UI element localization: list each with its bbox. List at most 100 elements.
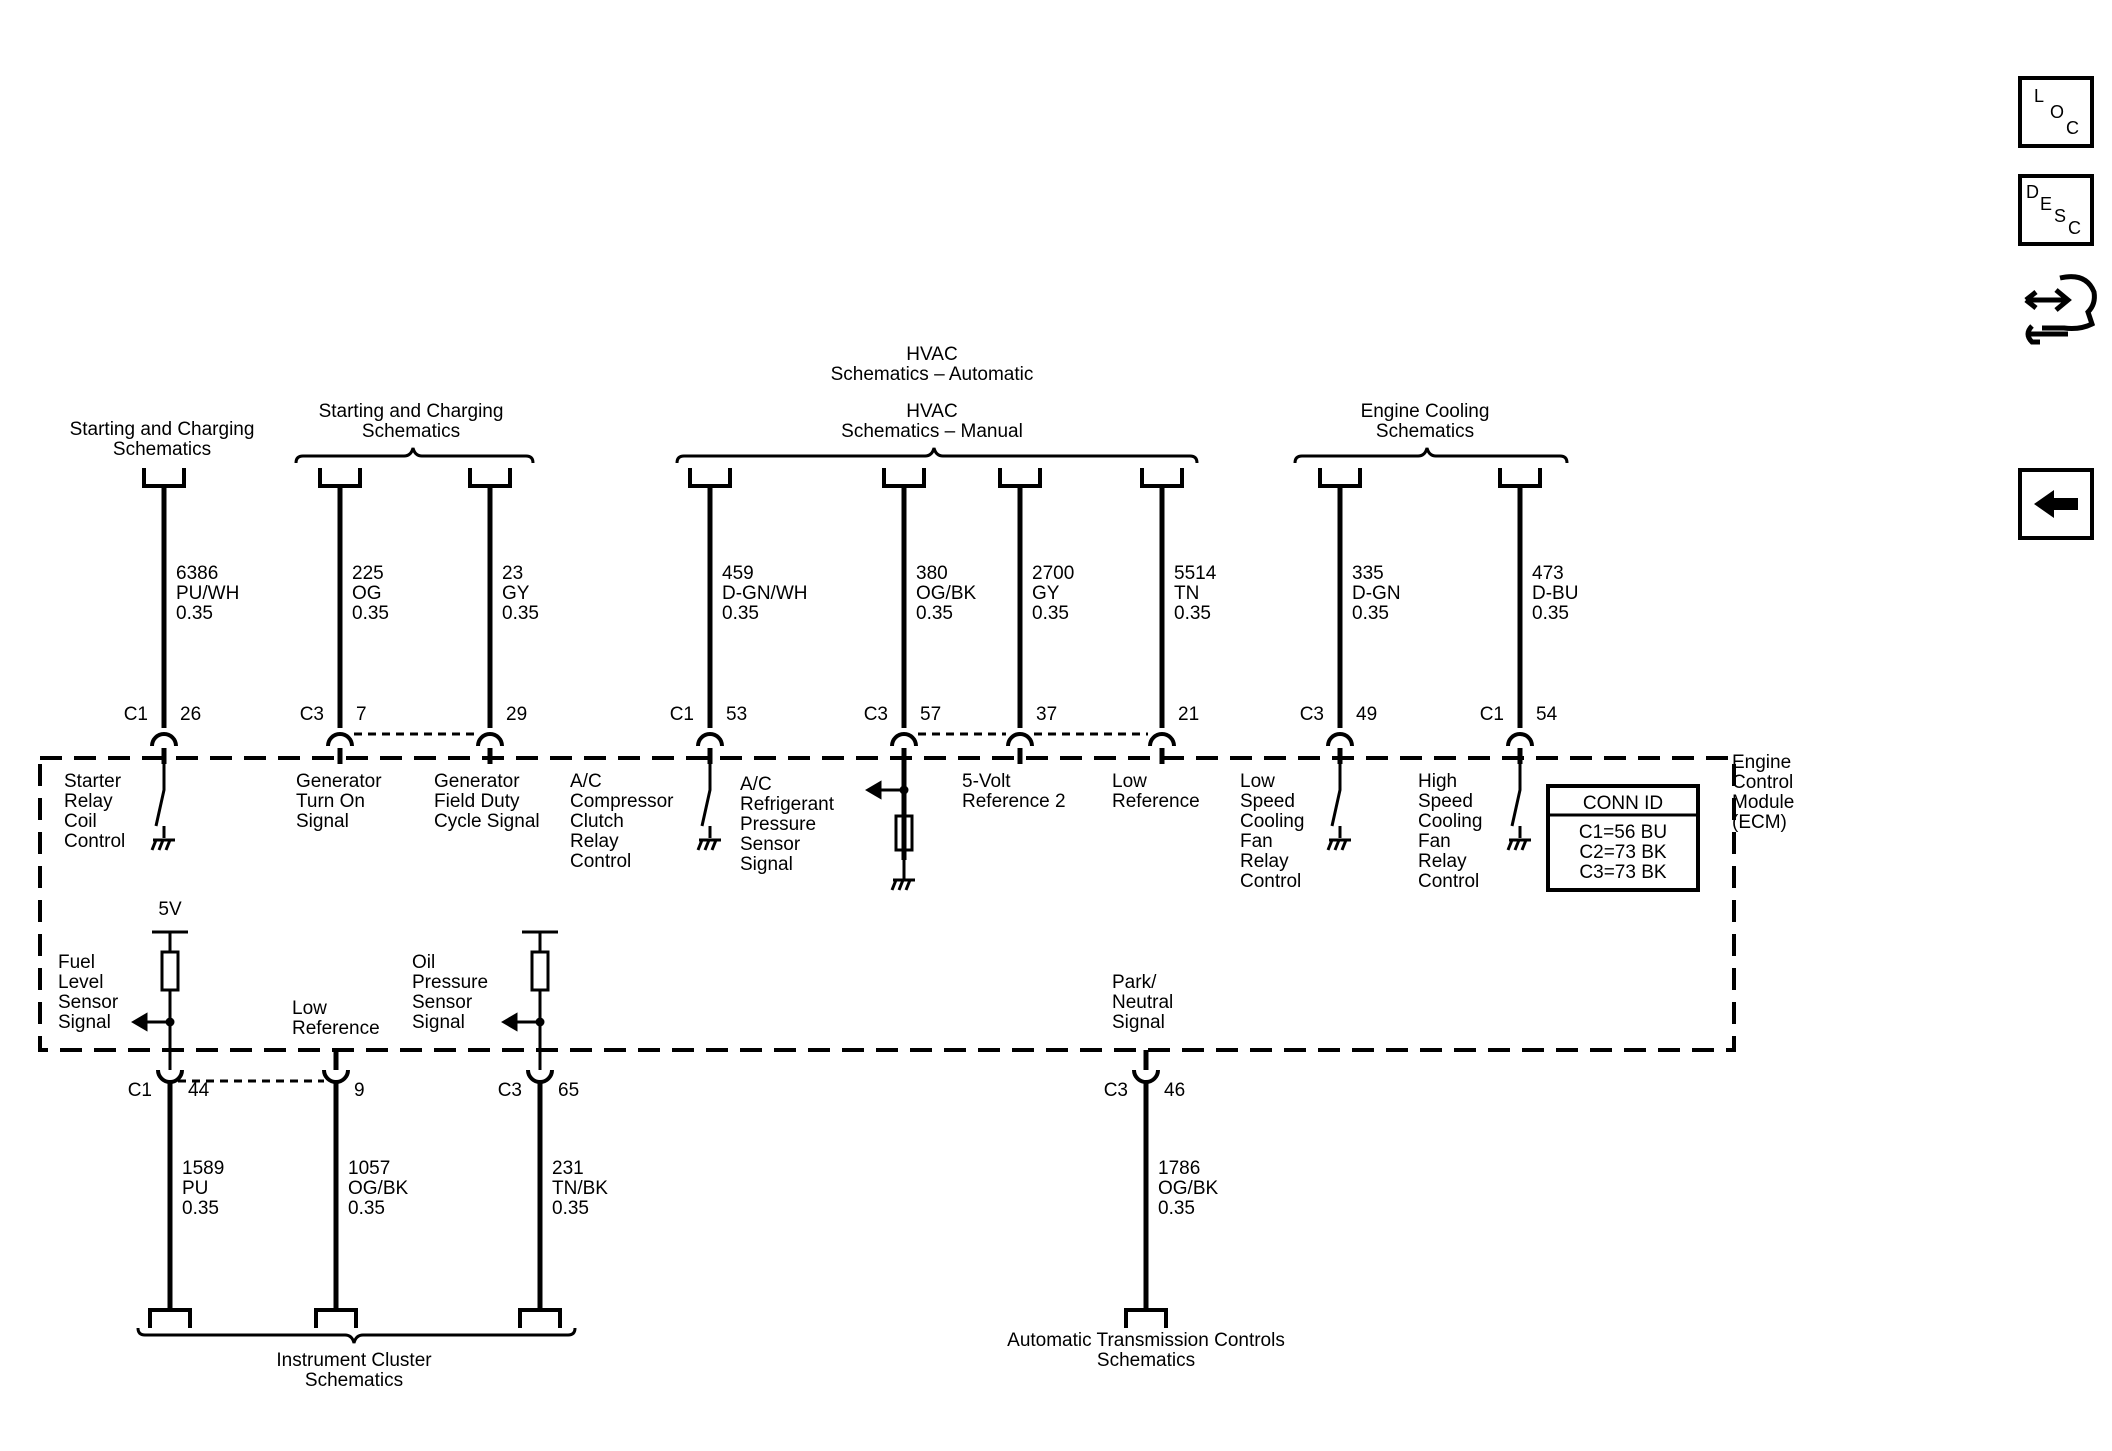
svg-text:5514: 5514 [1174, 563, 1217, 584]
svg-text:C2=73 BK: C2=73 BK [1579, 842, 1666, 863]
svg-text:Instrument Cluster: Instrument Cluster [276, 1350, 432, 1371]
back-arrow-icon[interactable] [2018, 468, 2094, 540]
svg-text:Relay: Relay [1240, 851, 1289, 872]
svg-text:C3: C3 [498, 1080, 522, 1101]
svg-text:1057: 1057 [348, 1158, 390, 1179]
svg-text:C1: C1 [1480, 704, 1504, 725]
svg-text:C: C [2068, 218, 2081, 238]
svg-text:Sensor: Sensor [412, 992, 473, 1013]
svg-text:57: 57 [920, 704, 941, 725]
svg-text:Control: Control [570, 851, 631, 872]
svg-text:Fan: Fan [1240, 831, 1273, 852]
svg-text:335: 335 [1352, 563, 1384, 584]
connector-view-icon[interactable] [2024, 274, 2097, 345]
svg-text:C3: C3 [300, 704, 324, 725]
svg-text:OG/BK: OG/BK [348, 1178, 409, 1199]
svg-text:(ECM): (ECM) [1732, 812, 1787, 833]
svg-text:0.35: 0.35 [1158, 1198, 1195, 1219]
svg-text:1786: 1786 [1158, 1158, 1200, 1179]
svg-text:225: 225 [352, 563, 384, 584]
ecm-module-boundary [38, 756, 1736, 1052]
fn-high-fan: High Speed Cooling Fan Relay Control [1418, 771, 1482, 892]
svg-text:Schematics – Manual: Schematics – Manual [841, 421, 1023, 442]
top-connector-labels: C1 26 C3 7 29 C1 53 C3 57 37 21 C3 49 C1… [124, 704, 1558, 725]
svg-text:GY: GY [502, 583, 530, 604]
fuel-level-pullup [131, 930, 188, 1070]
svg-text:OG/BK: OG/BK [1158, 1178, 1219, 1199]
svg-text:Starting and Charging: Starting and Charging [319, 401, 504, 422]
svg-text:Starter: Starter [64, 771, 122, 792]
supply-5v-label: 5V [158, 899, 182, 920]
label-instrument-cluster: Instrument Cluster Schematics [276, 1350, 432, 1391]
svg-text:7: 7 [356, 704, 367, 725]
svg-text:L: L [2034, 86, 2044, 106]
wire-info-high-fan: 473 D-BU 0.35 [1532, 563, 1578, 624]
svg-text:Engine Cooling: Engine Cooling [1361, 401, 1490, 422]
svg-text:E: E [2040, 194, 2052, 214]
bottom-wires [167, 1080, 1149, 1310]
svg-text:5-Volt: 5-Volt [962, 771, 1011, 792]
svg-text:Turn On: Turn On [296, 791, 365, 812]
wire-info-fuel-level: 1589 PU 0.35 [182, 1158, 224, 1219]
wire-info-park-neutral: 1786 OG/BK 0.35 [1158, 1158, 1219, 1219]
svg-text:49: 49 [1356, 704, 1377, 725]
svg-text:Pressure: Pressure [412, 972, 488, 993]
loc-icon[interactable]: L O C [2018, 76, 2094, 148]
fn-low-ref-bottom: Low Reference [292, 998, 380, 1039]
svg-text:53: 53 [726, 704, 747, 725]
svg-text:380: 380 [916, 563, 948, 584]
svg-text:Schematics: Schematics [113, 439, 211, 460]
svg-text:Relay: Relay [570, 831, 619, 852]
svg-text:Refrigerant: Refrigerant [740, 794, 835, 815]
svg-text:C3=73 BK: C3=73 BK [1579, 862, 1666, 883]
svg-text:Oil: Oil [412, 952, 435, 973]
module-internal-wiring [161, 748, 1523, 860]
fn-starter: Starter Relay Coil Control [64, 771, 125, 852]
svg-text:Control: Control [1418, 871, 1479, 892]
svg-text:Low: Low [292, 998, 327, 1019]
svg-text:Schematics – Automatic: Schematics – Automatic [831, 364, 1034, 385]
label-auto-trans: Automatic Transmission Controls Schemati… [1007, 1330, 1285, 1371]
svg-text:Starting and Charging: Starting and Charging [70, 419, 255, 440]
low-ref-bottom-stub [333, 1050, 1149, 1070]
svg-text:0.35: 0.35 [182, 1198, 219, 1219]
svg-text:Control: Control [1732, 772, 1793, 793]
svg-text:PU: PU [182, 1178, 208, 1199]
wire-info-gen-field: 23 GY 0.35 [502, 563, 539, 624]
svg-text:D-GN: D-GN [1352, 583, 1401, 604]
svg-text:1589: 1589 [182, 1158, 224, 1179]
bottom-terminals [148, 1308, 1168, 1328]
oil-pressure-pullup [501, 930, 558, 1070]
conn-id-box: CONN ID C1=56 BU C2=73 BK C3=73 BK [1546, 784, 1700, 892]
driver-switches [154, 764, 1522, 838]
svg-text:Module: Module [1732, 792, 1794, 813]
svg-text:6386: 6386 [176, 563, 218, 584]
wire-info-gen-turn-on: 225 OG 0.35 [352, 563, 389, 624]
svg-text:CONN ID: CONN ID [1583, 793, 1663, 814]
svg-text:S: S [2054, 206, 2066, 226]
fn-park-neutral: Park/ Neutral Signal [1112, 972, 1173, 1033]
svg-text:Generator: Generator [296, 771, 382, 792]
svg-text:0.35: 0.35 [348, 1198, 385, 1219]
svg-text:Field Duty: Field Duty [434, 791, 520, 812]
svg-text:Park/: Park/ [1112, 972, 1157, 993]
desc-icon[interactable]: D E S C [2018, 174, 2094, 246]
svg-text:9: 9 [354, 1080, 365, 1101]
svg-text:Reference: Reference [1112, 791, 1200, 812]
wire-info-ac-clutch: 459 D-GN/WH 0.35 [722, 563, 807, 624]
svg-text:Cooling: Cooling [1418, 811, 1482, 832]
fn-low-fan: Low Speed Cooling Fan Relay Control [1240, 771, 1304, 892]
svg-text:Relay: Relay [64, 791, 113, 812]
svg-text:2700: 2700 [1032, 563, 1074, 584]
fn-gen-turn-on: Generator Turn On Signal [296, 771, 382, 832]
svg-text:O: O [2050, 102, 2064, 122]
fn-gen-field: Generator Field Duty Cycle Signal [434, 771, 540, 832]
svg-text:Signal: Signal [296, 811, 349, 832]
label-starting-charging-2: Starting and Charging Schematics [319, 401, 504, 442]
svg-text:Cooling: Cooling [1240, 811, 1304, 832]
svg-text:26: 26 [180, 704, 201, 725]
svg-text:Sensor: Sensor [740, 834, 801, 855]
label-starting-charging-1: Starting and Charging Schematics [70, 419, 255, 460]
top-wires [161, 486, 1523, 728]
svg-text:Signal: Signal [58, 1012, 111, 1033]
